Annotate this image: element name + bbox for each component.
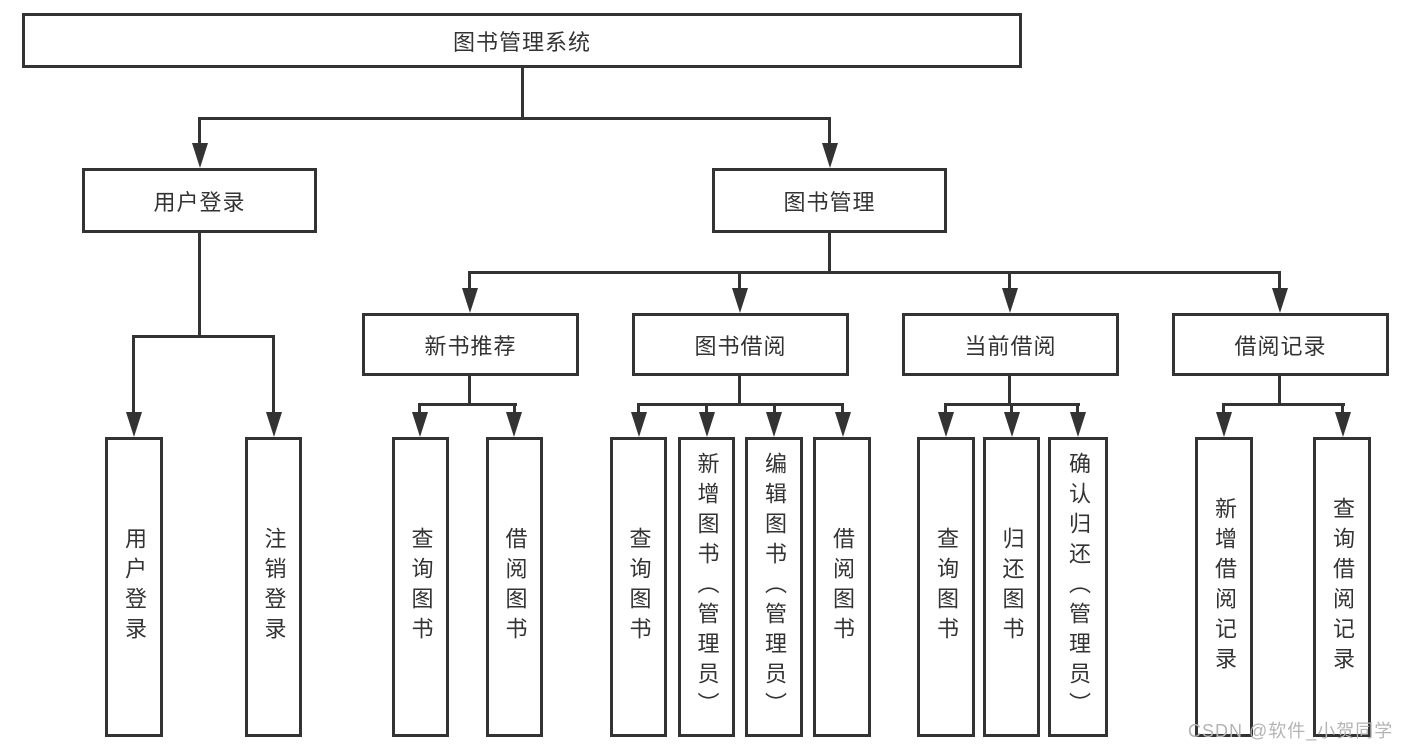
arrow-down-icon <box>192 143 208 168</box>
node-leaf-user-login-label: 用户登录 <box>122 527 147 647</box>
connector-line <box>198 117 831 120</box>
connector-line <box>272 335 275 412</box>
node-leaf-logout-label: 注销登录 <box>261 527 287 647</box>
connector-line <box>841 403 844 412</box>
connector-line <box>468 271 471 288</box>
connector-line <box>637 403 640 412</box>
node-leaf-return-book: 归还图书 <box>983 437 1040 737</box>
node-leaf-current-query-book-label: 查询图书 <box>934 527 959 647</box>
connector-line <box>198 117 201 145</box>
connector-line <box>1008 271 1011 288</box>
connector-line <box>637 403 844 406</box>
node-leaf-current-query-book: 查询图书 <box>917 437 975 737</box>
node-leaf-recommend-borrow-book: 借阅图书 <box>486 437 543 737</box>
node-leaf-recommend-query-book: 查询图书 <box>392 437 449 737</box>
node-leaf-borrow-book-label: 借阅图书 <box>830 527 855 647</box>
arrow-down-icon <box>631 412 647 437</box>
connector-line <box>1341 403 1344 412</box>
node-leaf-edit-book-admin: 编辑图书（管理员） <box>745 437 803 737</box>
node-leaf-add-borrow-record-label: 新增借阅记录 <box>1212 497 1237 677</box>
arrow-down-icon <box>1272 288 1288 313</box>
connector-line <box>468 376 471 403</box>
node-user-login: 用户登录 <box>82 168 317 233</box>
node-leaf-confirm-return-admin-label: 确认归还（管理员） <box>1066 452 1091 722</box>
arrow-down-icon <box>266 412 282 437</box>
connector-line <box>828 117 831 145</box>
node-leaf-query-borrow-record: 查询借阅记录 <box>1313 437 1371 737</box>
node-book-borrow: 图书借阅 <box>632 313 849 376</box>
node-leaf-recommend-borrow-book-label: 借阅图书 <box>502 527 528 647</box>
node-leaf-borrow-book: 借阅图书 <box>813 437 871 737</box>
arrow-down-icon <box>412 412 428 437</box>
watermark: CSDN @软件_小贺同学 <box>1188 721 1394 741</box>
node-leaf-confirm-return-admin: 确认归还（管理员） <box>1048 437 1108 737</box>
node-user-login-label: 用户登录 <box>153 189 246 215</box>
connector-line <box>513 403 516 412</box>
connector-line <box>1222 403 1225 412</box>
node-new-book-recommend-label: 新书推荐 <box>424 333 517 359</box>
arrow-down-icon <box>462 288 478 313</box>
arrow-down-icon <box>699 412 715 437</box>
arrow-down-icon <box>822 143 838 168</box>
node-leaf-add-book-admin-label: 新增图书（管理员） <box>694 452 720 722</box>
node-borrow-records-label: 借阅记录 <box>1234 333 1327 359</box>
node-leaf-add-borrow-record: 新增借阅记录 <box>1195 437 1253 737</box>
connector-line <box>468 271 1281 274</box>
connector-line <box>132 335 135 412</box>
arrow-down-icon <box>506 412 522 437</box>
connector-line <box>521 68 524 117</box>
arrow-down-icon <box>1216 412 1232 437</box>
connector-line <box>738 376 741 403</box>
node-leaf-edit-book-admin-label: 编辑图书（管理员） <box>762 452 787 722</box>
connector-line <box>418 403 421 412</box>
connector-line <box>1076 403 1079 412</box>
node-leaf-return-book-label: 归还图书 <box>999 527 1025 647</box>
node-root: 图书管理系统 <box>22 13 1022 68</box>
arrow-down-icon <box>1335 412 1351 437</box>
node-book-borrow-label: 图书借阅 <box>694 333 787 359</box>
node-book-management-label: 图书管理 <box>783 189 876 215</box>
arrow-down-icon <box>835 412 851 437</box>
connector-line <box>1222 403 1345 406</box>
connector-line <box>773 403 776 412</box>
node-leaf-logout: 注销登录 <box>245 437 302 737</box>
node-leaf-add-book-admin: 新增图书（管理员） <box>678 437 735 737</box>
connector-line <box>1278 271 1281 288</box>
node-root-label: 图书管理系统 <box>452 29 591 55</box>
node-current-borrow-label: 当前借阅 <box>964 333 1057 359</box>
arrow-down-icon <box>732 288 748 313</box>
node-new-book-recommend: 新书推荐 <box>362 313 579 376</box>
connector-line <box>705 403 708 412</box>
node-borrow-records: 借阅记录 <box>1172 313 1389 376</box>
connector-line <box>1008 376 1011 403</box>
connector-line <box>738 271 741 288</box>
connector-line <box>1278 376 1281 403</box>
node-current-borrow: 当前借阅 <box>902 313 1119 376</box>
connector-line <box>944 403 947 412</box>
arrow-down-icon <box>126 412 142 437</box>
connector-line <box>198 233 201 335</box>
connector-line <box>1010 403 1013 412</box>
node-leaf-user-login: 用户登录 <box>105 437 163 737</box>
arrow-down-icon <box>1070 412 1086 437</box>
arrow-down-icon <box>1002 288 1018 313</box>
arrow-down-icon <box>766 412 782 437</box>
node-leaf-recommend-query-book-label: 查询图书 <box>408 527 434 647</box>
connector-line <box>418 403 517 406</box>
connector-line <box>132 335 275 338</box>
arrow-down-icon <box>1004 412 1020 437</box>
node-leaf-query-borrow-record-label: 查询借阅记录 <box>1330 497 1355 677</box>
node-leaf-borrow-query-book: 查询图书 <box>610 437 667 737</box>
connector-line <box>828 232 831 271</box>
node-book-management: 图书管理 <box>712 168 947 233</box>
arrow-down-icon <box>938 412 954 437</box>
node-leaf-borrow-query-book-label: 查询图书 <box>626 527 652 647</box>
